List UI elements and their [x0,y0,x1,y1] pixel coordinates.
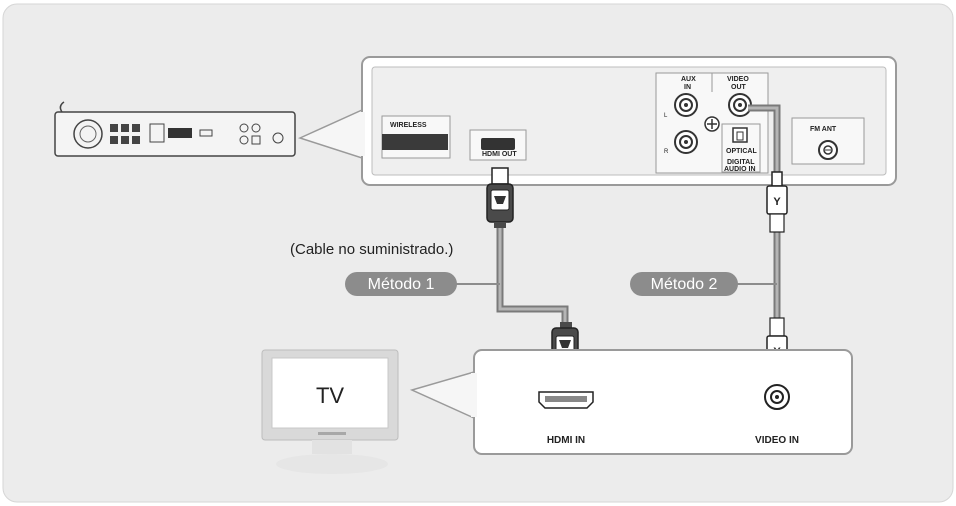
method-1-label: Método 1 [368,276,435,293]
wireless-label: WIRELESS [390,122,427,129]
digital-audio-label-2: AUDIO IN [724,166,756,173]
fm-ant-label: FM ANT [810,126,837,133]
cable-note: (Cable no suministrado.) [290,241,453,258]
digital-audio-label-1: DIGITAL [727,159,755,166]
aux-in-label-1: AUX [681,76,696,83]
video-in-jack [764,384,790,410]
home-theater-unit [54,101,296,157]
wireless-port [382,134,448,150]
hdmi-out-label: HDMI OUT [482,151,517,158]
method-2-label: Método 2 [651,276,718,293]
video-out-label-1: VIDEO [727,76,749,83]
hdmi-out-port [481,138,515,150]
ground-screw-icon [704,116,720,132]
aux-in-label-2: IN [684,84,691,91]
aux-l-label: L [664,113,668,119]
tv-input-panel: HDMI IN VIDEO IN [471,349,853,455]
video-in-label: VIDEO IN [755,435,799,446]
aux-r-label: R [664,149,669,155]
video-plug-top: Y [766,171,788,233]
video-out-label-2: OUT [731,84,747,91]
method-2-badge [630,272,738,296]
optical-label: OPTICAL [726,148,757,155]
method-1-badge [345,272,457,296]
fm-ant-jack [818,140,838,160]
tv-illustration [261,349,399,474]
back-panel: WIRELESS HDMI OUT AUX IN VIDEO OUT L R [359,56,897,186]
aux-l-jack [674,93,698,117]
hdmi-in-label: HDMI IN [547,435,585,446]
video-plug-letter-top: Y [773,196,781,208]
aux-r-jack [674,130,698,154]
tv-label: TV [316,383,344,408]
video-out-jack [728,93,752,117]
hdmi-plug-top [486,167,514,228]
hdmi-in-port [538,391,594,409]
